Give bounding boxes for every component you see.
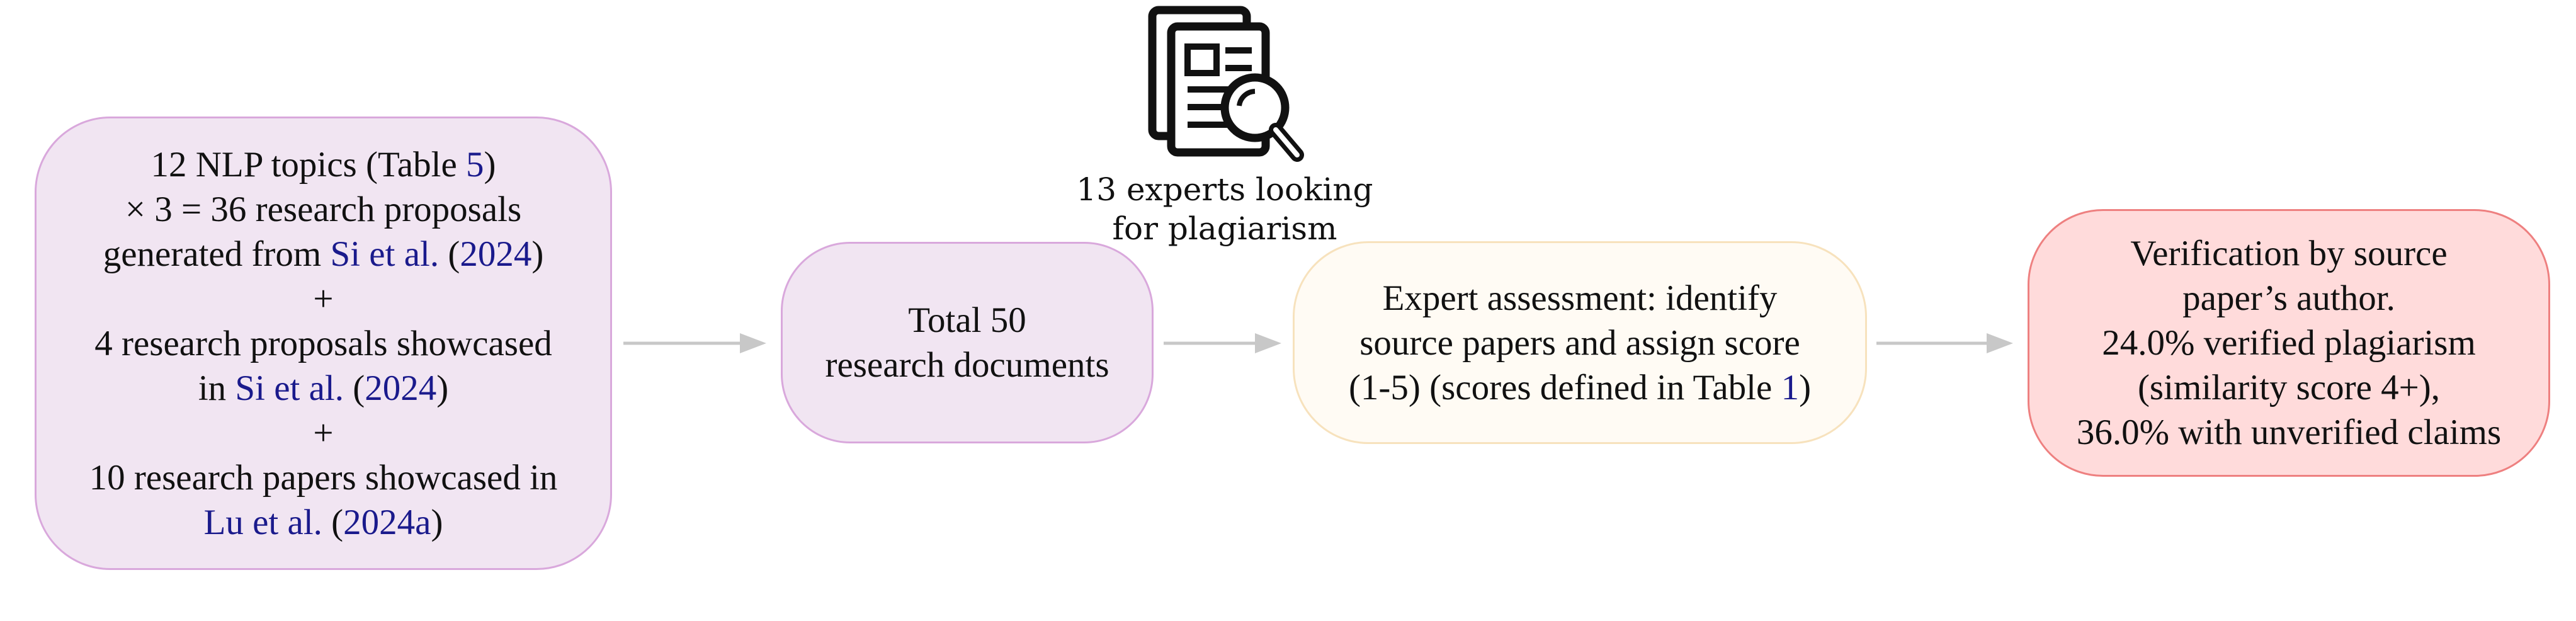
expert-assessment-box: Expert assessment: identify source paper… [1293, 241, 1867, 444]
si-2024-citation[interactable]: 2024 [460, 234, 532, 274]
box1-line8: 10 research papers showcased in [89, 457, 558, 498]
table-5-link[interactable]: 5 [466, 144, 484, 185]
box3-line3: (1-5) (scores defined in Table 1) [1348, 367, 1812, 407]
experts-caption-line1: 13 experts looking [1076, 171, 1373, 208]
box1-line1: 12 NLP topics (Table 5) [150, 144, 496, 185]
box3-line1: Expert assessment: identify [1382, 278, 1778, 318]
box1-line3: generated from Si et al. (2024) [103, 234, 544, 274]
lu-2024a-citation[interactable]: 2024a [343, 502, 431, 542]
box4-line1: Verification by source [2130, 234, 2448, 273]
source-documents-box: 12 NLP topics (Table 5) × 3 = 36 researc… [35, 117, 612, 570]
si-2024-citation[interactable]: 2024 [365, 368, 437, 408]
box2-line2: research documents [825, 345, 1109, 385]
table-1-link[interactable]: 1 [1781, 367, 1800, 407]
document-search-icon [1140, 5, 1310, 169]
box1-plus-1: + [313, 278, 334, 319]
verification-box: Verification by source paper’s author. 2… [2028, 209, 2550, 477]
arrow-1 [623, 333, 766, 353]
box4-line4: (similarity score 4+), [2137, 368, 2441, 407]
box1-line5: 4 research proposals showcased [94, 323, 552, 363]
box4-line2: paper’s author. [2182, 278, 2395, 318]
box1-line6: in Si et al. (2024) [198, 368, 449, 408]
box1-line2: × 3 = 36 research proposals [125, 189, 522, 229]
experts-caption-line2: for plagiarism [1112, 210, 1337, 247]
box2-line1: Total 50 [908, 300, 1026, 340]
lu-et-al-citation[interactable]: Lu et al. [203, 502, 322, 542]
si-et-al-citation[interactable]: Si et al. [235, 368, 344, 408]
si-et-al-citation[interactable]: Si et al. [330, 234, 440, 274]
arrow-3 [1876, 333, 2013, 353]
box1-plus-2: + [313, 413, 334, 453]
box4-line3: 24.0% verified plagiarism [2102, 323, 2476, 363]
box1-line9: Lu et al. (2024a) [203, 502, 443, 542]
experts-caption: 13 experts looking for plagiarism [1070, 170, 1379, 248]
box3-line2: source papers and assign score [1359, 322, 1800, 363]
arrow-2 [1164, 333, 1281, 353]
total-documents-box: Total 50 research documents [781, 242, 1154, 443]
box4-line5: 36.0% with unverified claims [2076, 413, 2502, 452]
